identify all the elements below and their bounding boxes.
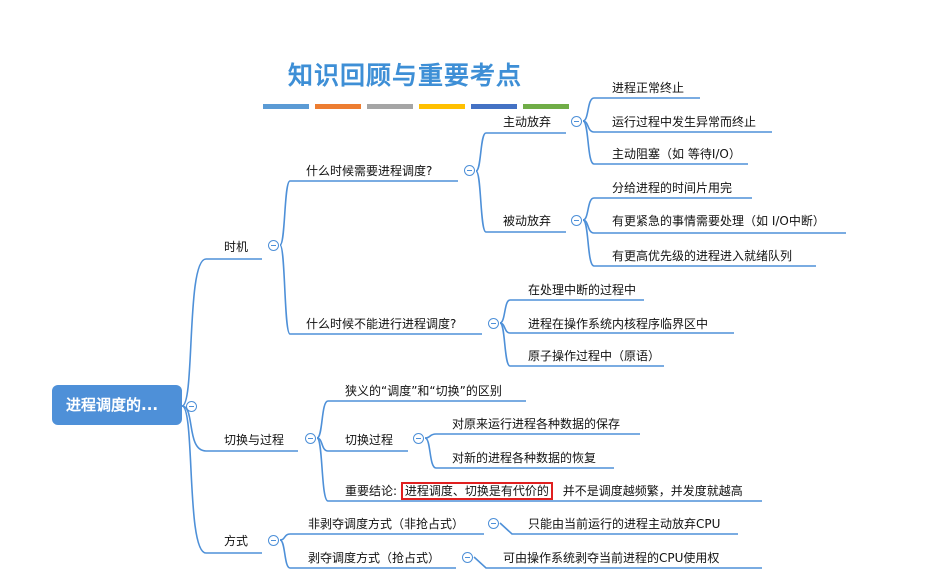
- node-narrow-vs-broad[interactable]: 狭义的“调度”和“切换”的区别: [345, 384, 502, 398]
- title-color-bar: [315, 104, 361, 109]
- branch-connector: [582, 219, 816, 267]
- leaf-passive-3: 有更高优先级的进程进入就绪队列: [612, 249, 793, 263]
- conclusion-highlight: 进程调度、切换是有代价的: [400, 482, 553, 500]
- collapse-passive-icon[interactable]: [571, 215, 582, 226]
- leaf-passive-1: 分给进程的时间片用完: [612, 181, 733, 195]
- leaf-switch-restore: 对新的进程各种数据的恢复: [452, 451, 597, 465]
- branch-connector: [424, 433, 640, 439]
- leaf-passive-2: 有更紧急的事情需要处理（如 I/O中断）: [612, 214, 825, 228]
- leaf-active-1: 进程正常终止: [612, 81, 685, 95]
- branch-connector: [279, 244, 482, 335]
- node-mode[interactable]: 方式: [224, 534, 249, 548]
- branch-connector: [424, 437, 614, 469]
- branch-connector: [475, 132, 566, 172]
- title-color-bar: [419, 104, 465, 109]
- branch-connector: [316, 400, 526, 439]
- collapse-switch-icon[interactable]: [305, 433, 316, 444]
- collapse-when-not-icon[interactable]: [488, 318, 499, 329]
- leaf-when-not-3: 原子操作过程中（原语）: [528, 349, 661, 363]
- branch-connector: [181, 405, 262, 554]
- leaf-switch-save: 对原来运行进程各种数据的保存: [452, 417, 621, 431]
- branch-connector: [279, 180, 458, 246]
- title-color-bar: [367, 104, 413, 109]
- collapse-active-icon[interactable]: [571, 116, 582, 127]
- node-switch[interactable]: 切换与过程: [224, 433, 285, 447]
- collapse-timing-icon[interactable]: [268, 240, 279, 251]
- node-conclusion[interactable]: 重要结论: 进程调度、切换是有代价的 并不是调度越频繁，并发度就越高: [345, 482, 743, 500]
- node-switch-process[interactable]: 切换过程: [345, 433, 394, 447]
- node-timing[interactable]: 时机: [224, 240, 249, 254]
- conclusion-prefix: 重要结论:: [345, 484, 398, 498]
- node-passive-give-up[interactable]: 被动放弃: [503, 214, 552, 228]
- node-non-preemptive[interactable]: 非剥夺调度方式（非抢占式）: [308, 517, 465, 531]
- collapse-non-preemptive-icon[interactable]: [488, 518, 499, 529]
- collapse-root-icon[interactable]: [186, 401, 197, 412]
- node-when-not[interactable]: 什么时候不能进行进程调度?: [306, 317, 457, 331]
- leaf-non-preemptive-desc: 只能由当前运行的进程主动放弃CPU: [528, 517, 721, 531]
- branch-connector: [316, 437, 762, 502]
- branch-connector: [582, 120, 748, 165]
- leaf-active-3: 主动阻塞（如 等待I/O）: [612, 147, 741, 161]
- leaf-when-not-1: 在处理中断的过程中: [528, 283, 637, 297]
- page-title: 知识回顾与重要考点: [288, 61, 523, 90]
- branch-connector: [499, 322, 664, 367]
- root-node[interactable]: 进程调度的...: [52, 385, 182, 425]
- leaf-when-not-2: 进程在操作系统内核程序临界区中: [528, 317, 709, 331]
- title-color-bar: [523, 104, 569, 109]
- branch-connector: [181, 258, 262, 407]
- title-color-bar: [263, 104, 309, 109]
- branch-connector: [279, 539, 456, 569]
- leaf-preemptive-desc: 可由操作系统剥夺当前进程的CPU使用权: [503, 551, 720, 565]
- leaf-active-2: 运行过程中发生异常而终止: [612, 115, 757, 129]
- collapse-mode-icon[interactable]: [268, 535, 279, 546]
- branch-connector: [582, 197, 752, 221]
- branch-connector: [473, 556, 762, 569]
- node-active-give-up[interactable]: 主动放弃: [503, 115, 552, 129]
- branch-connector: [181, 405, 298, 452]
- node-when-needed[interactable]: 什么时候需要进程调度?: [306, 164, 433, 178]
- collapse-switch-process-icon[interactable]: [413, 433, 424, 444]
- branch-connector: [499, 299, 644, 324]
- branch-connector: [279, 533, 484, 541]
- branch-connector: [475, 170, 566, 233]
- collapse-when-needed-icon[interactable]: [464, 165, 475, 176]
- title-color-bar: [471, 104, 517, 109]
- branch-connector: [499, 522, 738, 535]
- collapse-preemptive-icon[interactable]: [462, 552, 473, 563]
- node-preemptive[interactable]: 剥夺调度方式（抢占式）: [308, 551, 441, 565]
- conclusion-rest: 并不是调度越频繁，并发度就越高: [562, 484, 743, 498]
- branch-connector: [582, 97, 700, 122]
